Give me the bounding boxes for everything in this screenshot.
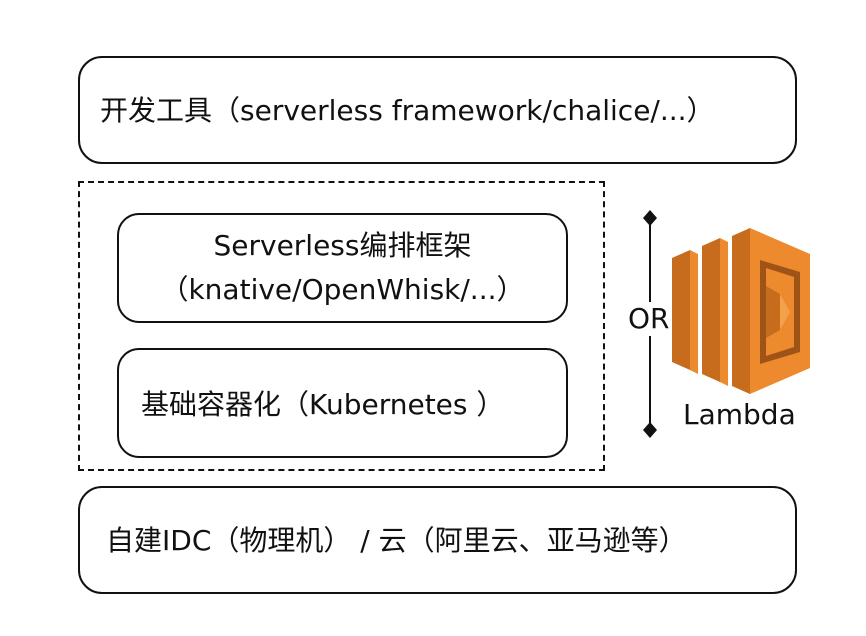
orchestration-title: Serverless编排框架: [213, 229, 472, 262]
infrastructure-label: 自建IDC（物理机） / 云（阿里云、亚马逊等）: [106, 524, 687, 557]
lambda-label: Lambda: [683, 398, 796, 431]
orchestration-examples: （knative/OpenWhisk/...）: [160, 273, 525, 306]
infrastructure-layer: 自建IDC（物理机） / 云（阿里云、亚马逊等）: [78, 486, 797, 594]
container-label: 基础容器化（Kubernetes ）: [141, 388, 505, 421]
orchestration-layer: Serverless编排框架 （knative/OpenWhisk/...）: [117, 213, 568, 323]
self-hosted-group: [78, 181, 605, 471]
container-layer: 基础容器化（Kubernetes ）: [117, 348, 568, 458]
dev-tools-label: 开发工具（serverless framework/chalice/...）: [100, 94, 715, 127]
aws-lambda-icon: [672, 228, 810, 394]
or-label: OR: [626, 302, 672, 336]
dev-tools-layer: 开发工具（serverless framework/chalice/...）: [78, 56, 797, 164]
